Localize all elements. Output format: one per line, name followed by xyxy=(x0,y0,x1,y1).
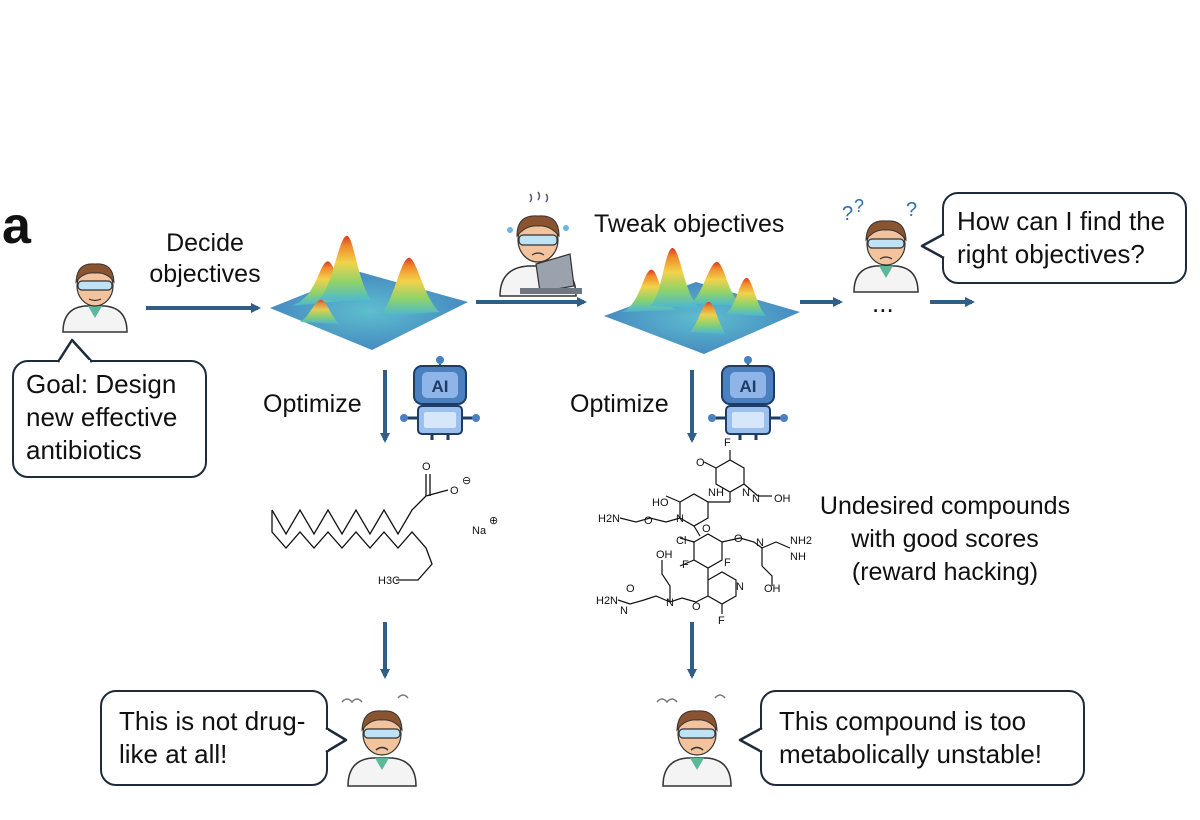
chem-right-f1: F xyxy=(682,559,689,571)
panel-letter: a xyxy=(2,197,31,255)
chem-right-n2: N xyxy=(676,513,684,525)
chem-right-o2: O xyxy=(734,533,743,545)
decide-line-1: Decide xyxy=(166,229,244,257)
chem-right-nh3: NH xyxy=(790,551,806,563)
reward-hacking-compound-structure xyxy=(617,450,791,614)
chem-right-oh2: OH xyxy=(764,583,781,595)
ai-robot-icon-right: AI xyxy=(708,356,788,440)
chem-right-n1: N xyxy=(752,493,760,505)
tweak-objectives-label: Tweak objectives xyxy=(594,210,785,238)
question-line-1: How can I find the xyxy=(957,206,1166,236)
objective-landscape-right xyxy=(604,247,800,354)
chem-right-f-top: F xyxy=(724,437,731,449)
chem-left-minus-sign: ⊖ xyxy=(462,475,471,487)
goal-speech-bubble: Goal: Design new effective antibiotics xyxy=(12,360,207,478)
chem-right-f3: F xyxy=(718,615,725,627)
not-druglike-line-2: like at all! xyxy=(119,739,228,769)
chem-left-na: Na xyxy=(472,525,487,537)
chem-left-h3c: H3C xyxy=(378,575,400,587)
goal-line-3: antibiotics xyxy=(26,435,142,465)
chem-right-o4: O xyxy=(692,601,701,613)
chem-right-n4: N xyxy=(620,605,628,617)
unstable-line-1: This compound is too xyxy=(779,706,1027,736)
chem-right-h2n2: H2N xyxy=(596,595,618,607)
chem-right-n5: N xyxy=(666,597,674,609)
chem-right-nh: NH xyxy=(708,487,724,499)
fatty-acid-salt-structure xyxy=(271,474,449,581)
undesired-line-2: with good scores xyxy=(851,525,1039,553)
chem-right-n3: N xyxy=(756,537,764,549)
not-druglike-line-1: This is not drug- xyxy=(119,706,306,736)
chem-right-oh3: OH xyxy=(656,549,673,561)
chem-right-o-link: O xyxy=(644,515,653,527)
stressed-scientist-laptop-icon xyxy=(499,191,582,297)
svg-text:?: ? xyxy=(842,203,853,225)
decide-objectives-label: Decide objectives xyxy=(140,228,270,290)
unstable-line-2: metabolically unstable! xyxy=(779,739,1043,769)
undesired-line-1: Undesired compounds xyxy=(819,492,1071,520)
question-line-2: right objectives? xyxy=(957,239,1145,269)
goal-line-1: Goal: Design xyxy=(26,369,177,399)
chem-right-nh2: NH2 xyxy=(790,535,812,547)
robot-ai-text-left: AI xyxy=(432,377,449,396)
chem-right-o-aryl: O xyxy=(702,523,711,535)
optimize-label-right: Optimize xyxy=(570,390,669,418)
svg-text:?: ? xyxy=(854,196,864,216)
chem-right-oh1: OH xyxy=(774,493,791,505)
optimize-label-left: Optimize xyxy=(263,390,362,418)
unstable-speech-bubble: This compound is too metabolically unsta… xyxy=(760,690,1085,786)
goal-bubble-tail xyxy=(56,338,93,363)
angry-scientist-icon-right xyxy=(656,694,732,787)
question-bubble-tail xyxy=(920,232,945,260)
chem-left-ominus: O xyxy=(450,485,459,497)
chem-right-f2: F xyxy=(724,557,731,569)
not-druglike-bubble-tail xyxy=(325,726,348,754)
goal-line-2: new effective xyxy=(26,402,178,432)
confused-scientist-icon: ? ? ? xyxy=(842,196,919,293)
chem-right-cl: Cl xyxy=(676,535,686,547)
chem-right-n-pyr: N xyxy=(736,581,744,593)
unstable-bubble-tail xyxy=(738,726,763,754)
chem-left-plus-sign: ⊕ xyxy=(489,515,498,527)
chem-right-h2n: H2N xyxy=(598,513,620,525)
chem-right-o-top: O xyxy=(696,457,705,469)
ai-robot-icon-left: AI xyxy=(400,356,480,440)
question-speech-bubble: How can I find the right objectives? xyxy=(942,192,1187,284)
ellipsis-label: ... xyxy=(872,288,894,318)
chem-left-o: O xyxy=(422,461,431,473)
chem-right-ho: HO xyxy=(652,497,669,509)
scientist-icon xyxy=(62,263,128,333)
chem-right-n-ring: N xyxy=(742,487,750,499)
reward-hacking-label: Undesired compounds with good scores (re… xyxy=(800,490,1090,589)
robot-ai-text-right: AI xyxy=(740,377,757,396)
decide-line-2: objectives xyxy=(149,260,261,288)
not-druglike-speech-bubble: This is not drug- like at all! xyxy=(100,690,328,786)
chem-right-o3: O xyxy=(626,583,635,595)
objective-landscape-left xyxy=(270,235,468,350)
svg-text:?: ? xyxy=(906,199,917,221)
undesired-line-3: (reward hacking) xyxy=(851,558,1039,586)
angry-scientist-icon-left xyxy=(341,694,417,787)
